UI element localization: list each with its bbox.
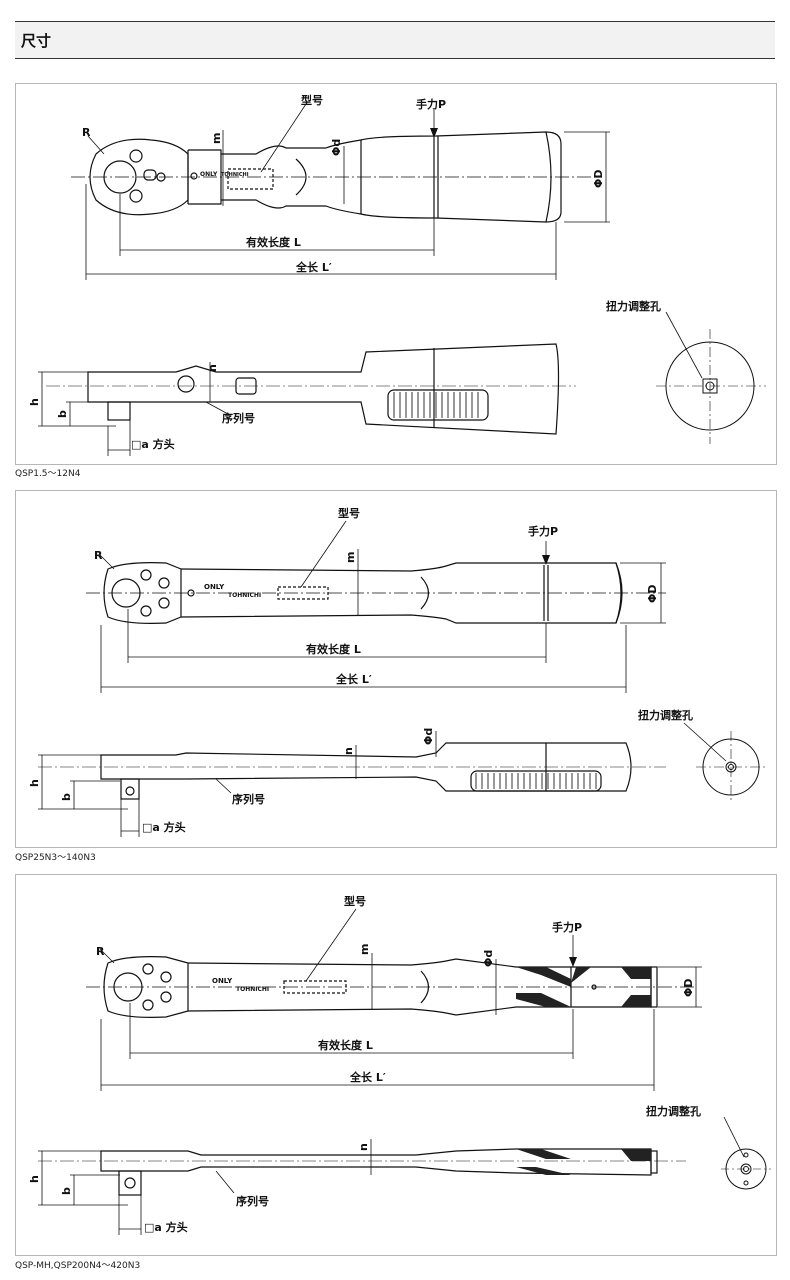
label-phi-D: ΦD [682, 979, 695, 997]
label-R: R [82, 126, 91, 139]
header-top-rule [15, 21, 775, 22]
label-adjust-hole: 扭力调整孔 [638, 708, 693, 722]
label-model: 型号 [301, 93, 323, 107]
label-serial: 序列号 [232, 792, 265, 806]
label-m: m [358, 944, 371, 955]
section-title: 尺寸 [21, 32, 52, 50]
diagram-panel-qsp-large: R m Φd 型号 手力P ΦD 有效长度 L 全长 L′ 扭力调整孔 n 序列… [15, 874, 777, 1256]
brand-text: TOHNICHI [236, 986, 269, 993]
label-effective-length: 有效长度 L [246, 235, 301, 249]
label-adjust-hole: 扭力调整孔 [646, 1104, 701, 1118]
label-phi-d: Φd [482, 950, 495, 967]
label-model: 型号 [338, 506, 360, 520]
caption-2: QSP25N3～140N3 [15, 853, 96, 863]
wrench-drawing-3: R m Φd 型号 手力P ΦD 有效长度 L 全长 L′ 扭力调整孔 n 序列… [28, 894, 771, 1235]
label-total-length: 全长 L′ [295, 260, 332, 274]
label-h: h [28, 779, 41, 787]
label-m: m [210, 133, 223, 144]
label-phi-d: Φd [330, 139, 343, 156]
label-total-length: 全长 L′ [335, 672, 372, 686]
label-phi-D: ΦD [592, 170, 605, 188]
label-R: R [94, 549, 103, 562]
label-n: n [342, 747, 355, 755]
caption-1: QSP1.5～12N4 [15, 469, 81, 479]
caption-3: QSP-MH,QSP200N4～420N3 [15, 1261, 141, 1271]
label-b: b [60, 793, 73, 801]
wrench-drawing-2: R m 型号 手力P ΦD 有效长度 L 全长 L′ 扭力调整孔 Φd n 序列… [28, 506, 766, 837]
label-hand-force: 手力P [416, 97, 446, 111]
label-total-length: 全长 L′ [349, 1070, 386, 1084]
label-m: m [344, 552, 357, 563]
wrench-drawing-1: R m Φd 型号 手力P ΦD 有效长度 L 全长 L′ 扭力调整孔 序列号 … [28, 93, 766, 456]
label-R: R [96, 945, 105, 958]
label-effective-length: 有效长度 L [318, 1038, 373, 1052]
label-effective-length: 有效长度 L [306, 642, 361, 656]
label-only: ONLY [200, 171, 218, 178]
label-square: □a 方头 [142, 820, 186, 834]
drive-circle [103, 160, 137, 194]
label-hand-force: 手力P [528, 524, 558, 538]
label-hand-force: 手力P [552, 920, 582, 934]
brand-text: TOHNICHI [221, 172, 249, 178]
label-n: n [206, 364, 219, 372]
diagram-panel-qsp-medium: R m 型号 手力P ΦD 有效长度 L 全长 L′ 扭力调整孔 Φd n 序列… [15, 490, 777, 848]
label-serial: 序列号 [236, 1194, 269, 1208]
label-n: n [357, 1143, 370, 1151]
section-header: 尺寸 [15, 22, 775, 59]
label-phi-d: Φd [422, 728, 435, 745]
label-b: b [56, 410, 69, 418]
label-only: ONLY [212, 977, 233, 985]
label-b: b [60, 1187, 73, 1195]
label-square: □a 方头 [144, 1220, 188, 1234]
label-square: □a 方头 [131, 437, 175, 451]
diagram-panel-qsp-small: R m Φd 型号 手力P ΦD 有效长度 L 全长 L′ 扭力调整孔 序列号 … [15, 83, 777, 465]
label-h: h [28, 1175, 41, 1183]
label-h: h [28, 398, 41, 406]
label-adjust-hole: 扭力调整孔 [606, 299, 661, 313]
label-model: 型号 [344, 894, 366, 908]
label-phi-D: ΦD [646, 585, 659, 603]
brand-text: TOHNICHI [228, 592, 261, 599]
label-only: ONLY [204, 583, 225, 591]
ratchet-head [89, 138, 189, 216]
label-serial: 序列号 [222, 411, 255, 425]
